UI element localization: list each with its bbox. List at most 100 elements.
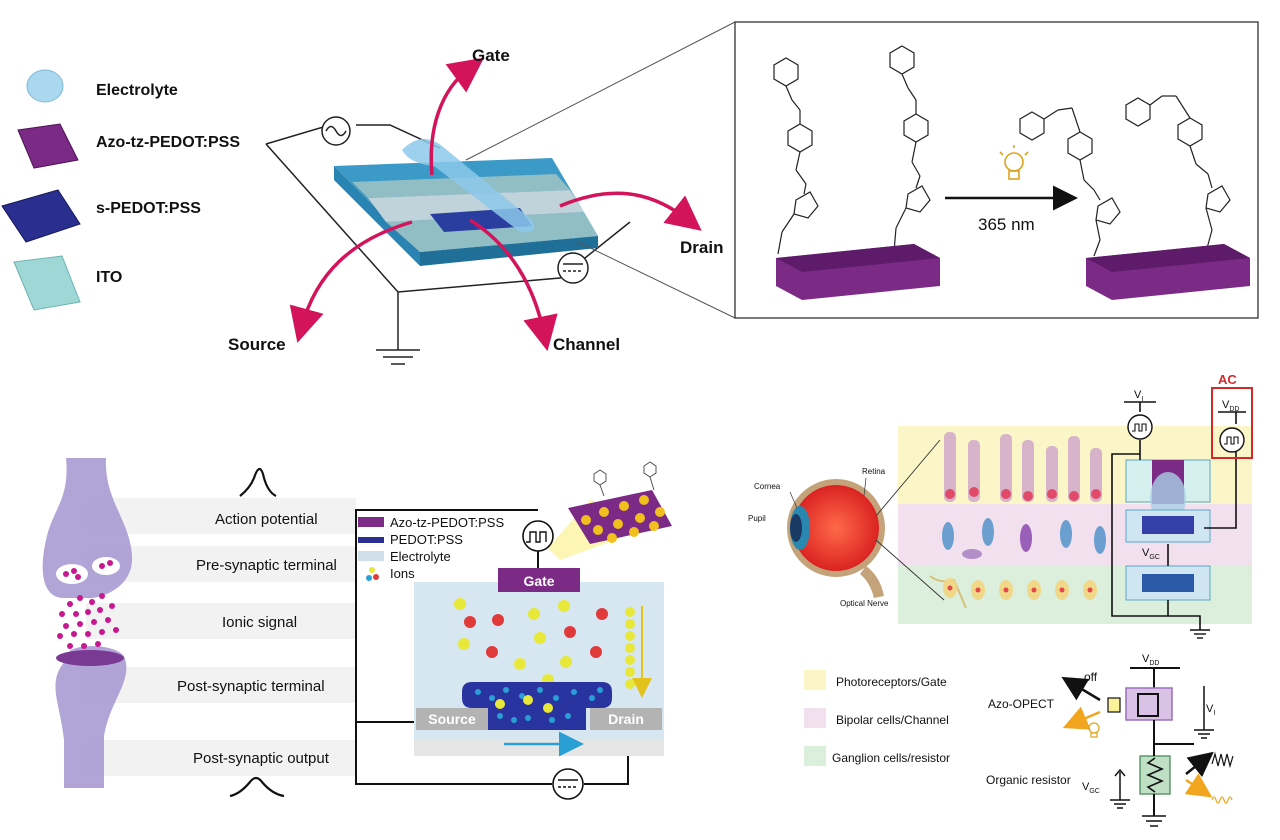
gate-label: Gate	[472, 46, 510, 65]
source-arrow	[289, 220, 413, 343]
photoreceptor-cells	[944, 432, 1102, 502]
organic-resistor-label: Organic resistor	[986, 773, 1071, 787]
ito-swatch	[13, 255, 81, 311]
pulse-source-icon	[522, 520, 554, 552]
legend-bipolar: Bipolar cells/Channel	[836, 713, 949, 727]
channel-layer	[1142, 516, 1194, 534]
ion-column	[625, 607, 635, 689]
retina-panel: Cornea Pupil Retina Optical Nerve	[748, 372, 1253, 639]
legend-pedot-swatch	[358, 537, 384, 543]
off-label: off	[1084, 670, 1098, 684]
substrate	[414, 740, 664, 756]
eye-diagram	[787, 479, 885, 598]
pulse-source-icon	[1219, 427, 1245, 453]
bipolar-cells	[942, 518, 1106, 559]
retina-label: Retina	[862, 467, 886, 476]
light-bulb-icon	[999, 145, 1029, 180]
source-pad	[416, 708, 488, 730]
channel-yellow-ions	[495, 695, 553, 713]
resistor-icon	[1145, 757, 1165, 793]
azo-opect-label: Azo-OPECT	[988, 697, 1055, 711]
legend-photoreceptors: Photoreceptors/Gate	[836, 675, 947, 689]
gate-electrolyte	[402, 138, 535, 233]
output-arrow	[1185, 751, 1214, 778]
wire	[1111, 440, 1201, 630]
device-schematic: Gate Drain Source Channel	[228, 21, 736, 365]
source-label: Source	[228, 335, 286, 354]
mini-molecules	[593, 461, 657, 497]
legend-ion-yellow	[369, 567, 375, 573]
legend-spedot: s-PEDOT:PSS	[96, 200, 201, 217]
azo-molecule-trans	[773, 57, 819, 255]
output-arrow-light	[1184, 773, 1213, 798]
vesicle	[56, 564, 88, 584]
spedot-swatch	[1, 189, 81, 243]
output-spikes	[1211, 751, 1234, 769]
off-arrow	[1061, 676, 1101, 702]
zoom-line	[465, 21, 736, 161]
ground-icon	[376, 349, 420, 365]
dc-source-icon	[552, 768, 584, 800]
post-synaptic-label: Post-synaptic terminal	[177, 678, 325, 695]
legend-ion-blue	[366, 575, 372, 581]
substrate-side	[420, 236, 598, 266]
ground-icon	[1190, 629, 1210, 639]
opect-panel: Gate Azo-tz-PEDOT:PSS PEDOT:PSS Electrol…	[355, 461, 672, 800]
channel-label: Channel	[553, 335, 620, 354]
circuit-vgc-label: VGC	[1082, 781, 1100, 795]
film-ions	[581, 495, 665, 543]
legend-ganglion: Ganglion cells/resistor	[832, 751, 950, 765]
zoom-line	[875, 539, 945, 601]
legend-green-swatch	[804, 746, 826, 766]
circuit-vdd-label: VDD	[1142, 653, 1159, 667]
gate-electrode-label: Gate	[523, 573, 554, 589]
synapse-panel: Action potential Pre-synaptic terminal I…	[42, 458, 356, 798]
zoom-line	[577, 241, 736, 319]
gate-arrow	[429, 57, 485, 176]
legend-electrolyte: Electrolyte	[96, 82, 178, 99]
ac-box	[1211, 387, 1253, 459]
ac-label: AC	[1218, 372, 1237, 387]
azo-molecule-trans	[889, 45, 931, 253]
ito-stripe	[368, 190, 584, 222]
opect-wire	[355, 722, 552, 785]
substrate-front	[334, 166, 420, 266]
action-potential-label: Action potential	[215, 511, 318, 528]
drain-arrow	[559, 191, 702, 231]
legend-pedot-label: PEDOT:PSS	[390, 532, 463, 547]
neurotransmitters	[57, 560, 119, 649]
legend-ions-label: Ions	[390, 566, 415, 581]
output-wave	[229, 776, 285, 798]
azo-molecule-cis	[1125, 95, 1231, 253]
vgc-label: VGC	[1142, 547, 1160, 561]
azo-slab-top	[1086, 244, 1250, 272]
vi-source	[1194, 686, 1214, 739]
legend-yellow-swatch	[804, 670, 826, 690]
ganglion-cells	[929, 575, 1097, 609]
band	[86, 603, 356, 639]
wavelength-label: 365 nm	[978, 215, 1035, 234]
vi-label: VI	[1134, 389, 1143, 403]
output-small-spikes	[1211, 796, 1233, 804]
band	[86, 740, 356, 776]
gate-electrode	[498, 568, 580, 592]
channel-arrow	[469, 218, 558, 352]
circuit-legend: Photoreceptors/Gate Bipolar cells/Channe…	[804, 670, 950, 766]
drain-pad-label: Drain	[608, 711, 644, 727]
pre-synaptic-neuron	[42, 458, 133, 599]
post-synaptic-neuron	[55, 646, 127, 788]
wire	[1204, 452, 1237, 529]
legend-azo-swatch	[358, 517, 384, 527]
zoom-line	[875, 439, 941, 517]
vesicle	[92, 557, 120, 575]
light-bulb-icon	[1088, 722, 1100, 738]
optical-nerve-label: Optical Nerve	[840, 599, 889, 608]
legend-azo-label: Azo-tz-PEDOT:PSS	[390, 515, 504, 530]
electrolyte-ions	[454, 598, 608, 686]
transistor-gate	[1137, 693, 1159, 717]
electrolyte-swatch	[26, 69, 64, 103]
organic-resistor	[1139, 755, 1171, 795]
dc-source-icon	[557, 252, 589, 284]
source-pad-label: Source	[428, 711, 476, 727]
